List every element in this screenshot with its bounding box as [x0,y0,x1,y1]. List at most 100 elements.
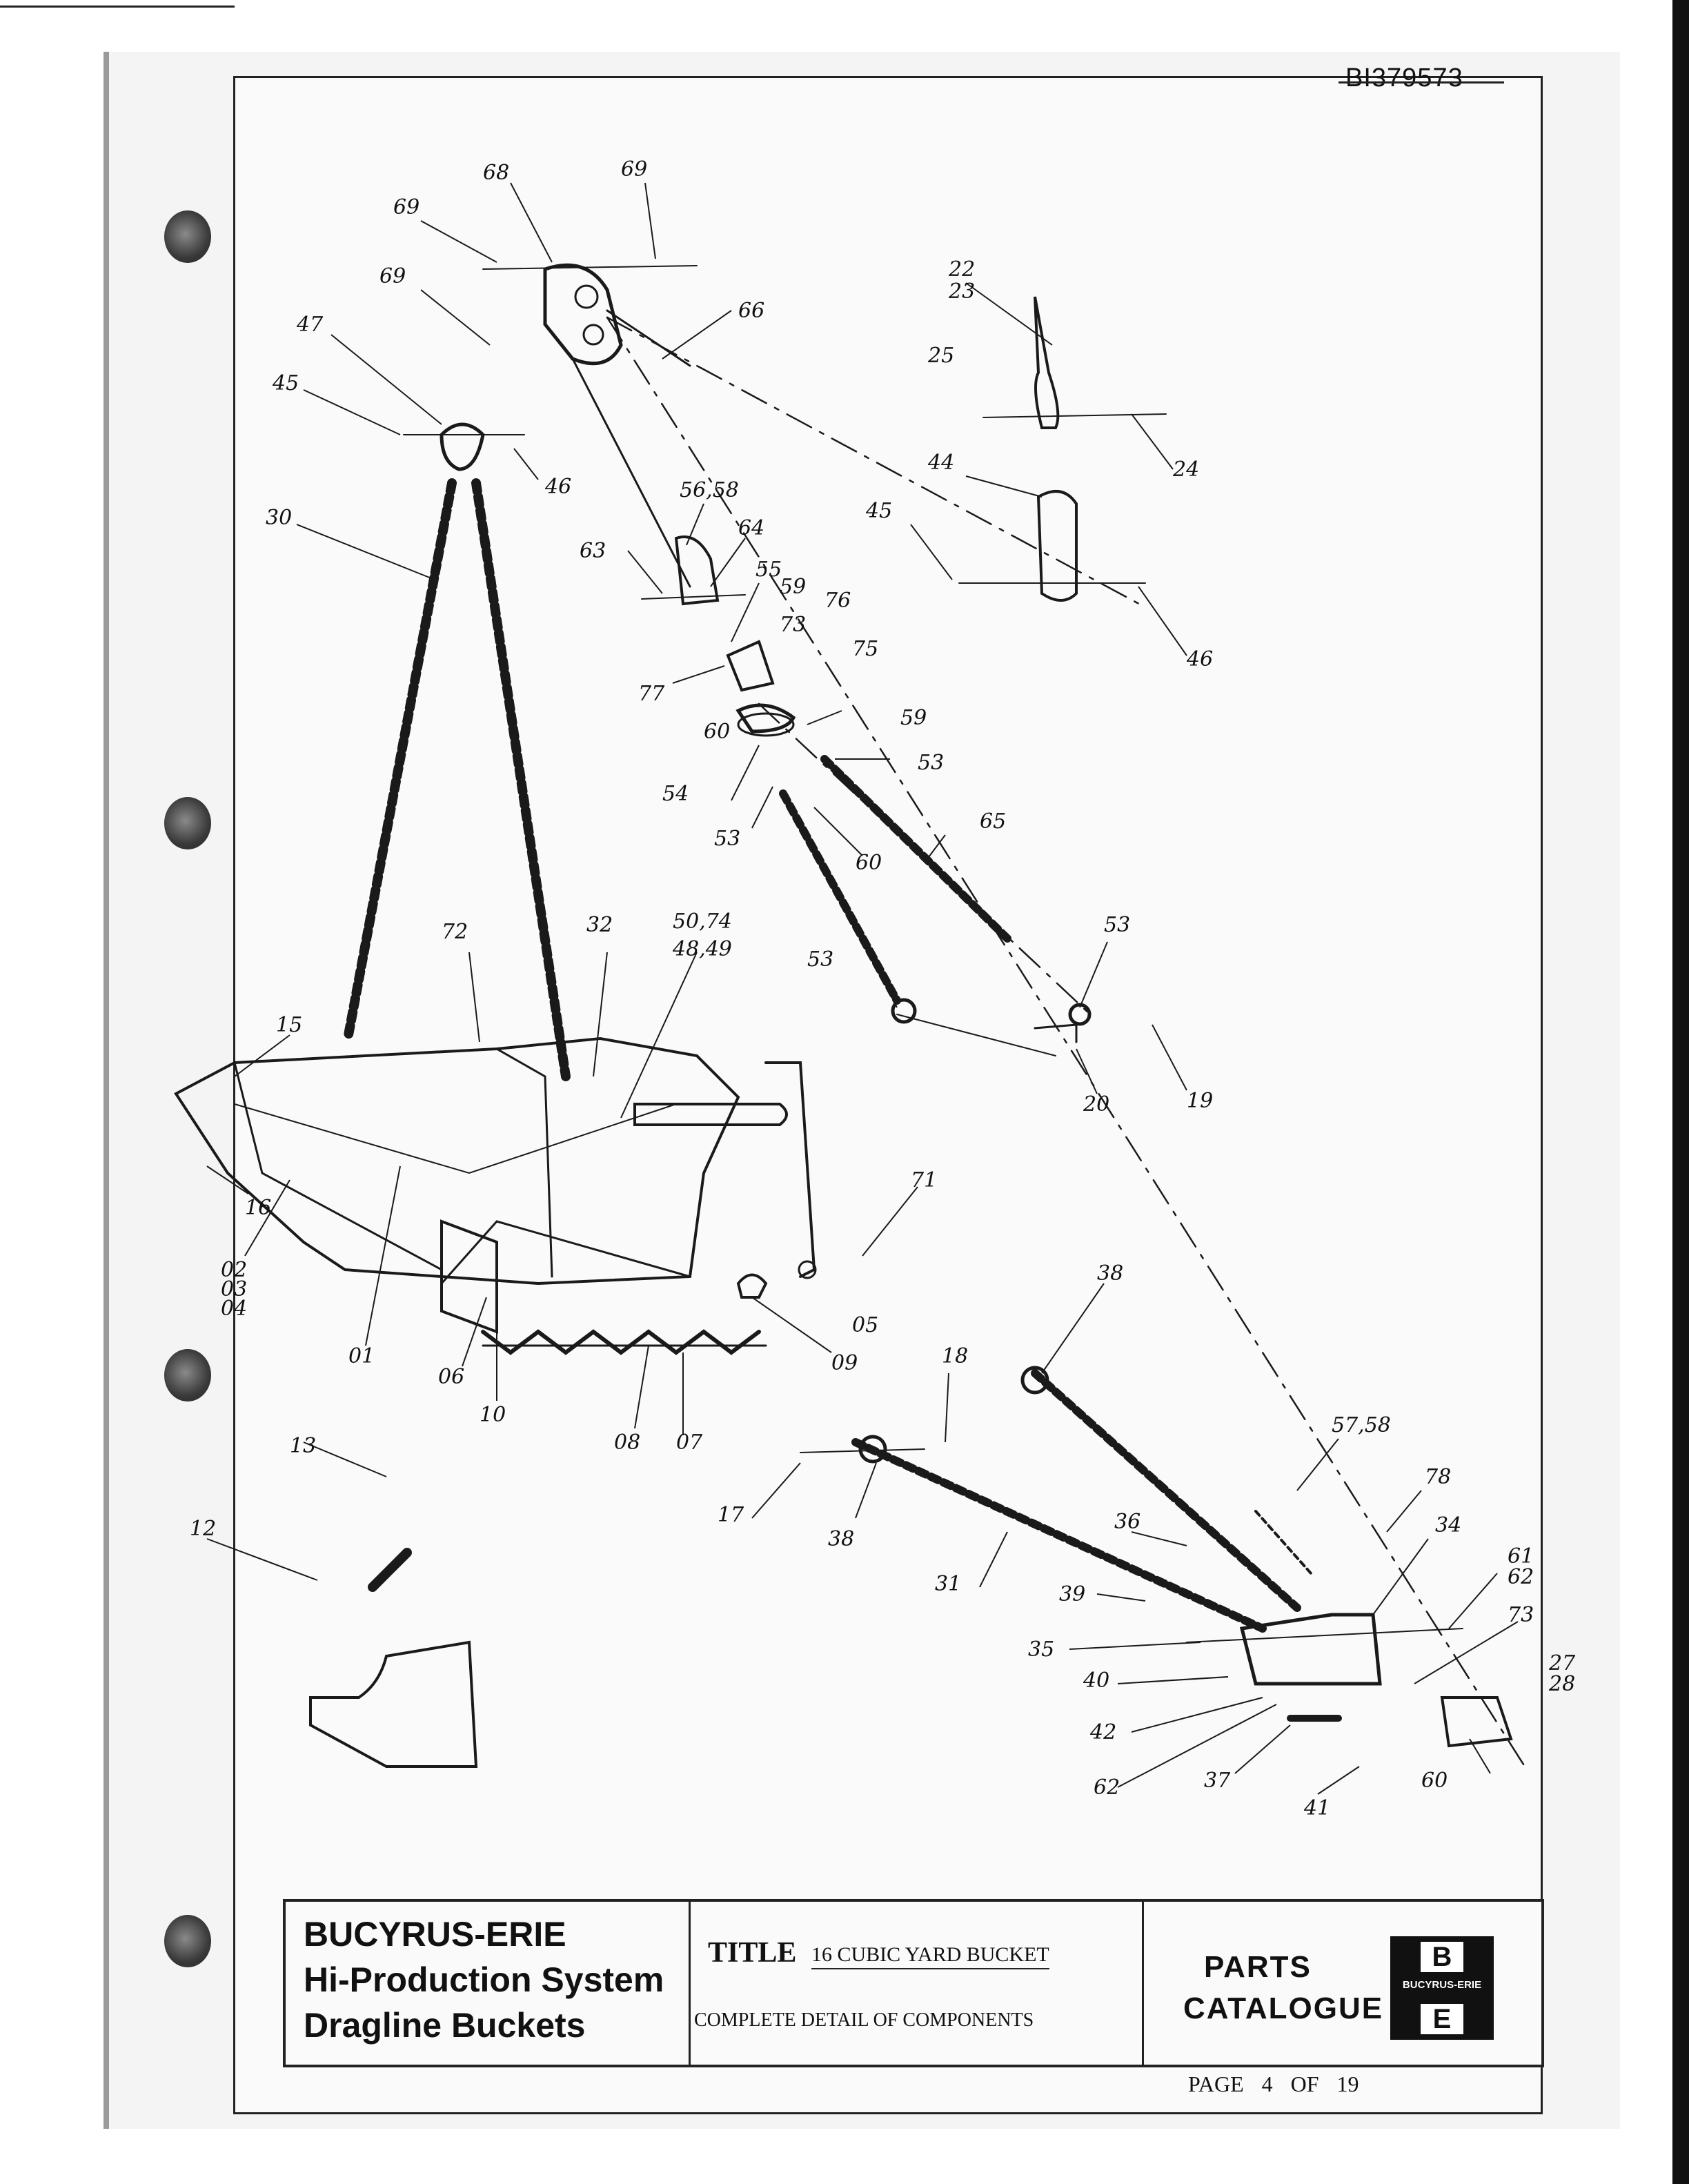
company-name: BUCYRUS-ERIE [304,1915,566,1954]
company-product: Dragline Buckets [304,2006,586,2045]
callout-35: 35 [1028,1637,1054,1662]
binder-hole-icon [164,1349,211,1401]
company-system: Hi-Production System [304,1960,664,1999]
callout-53: 53 [714,827,740,851]
callout-60: 60 [704,720,730,744]
callout-60: 60 [1421,1769,1448,1793]
page-label: PAGE [1188,2072,1244,2096]
company-cell: BUCYRUS-ERIE Hi-Production System Dragli… [286,1902,691,2065]
callout-46: 46 [544,475,571,499]
callout-76: 76 [824,589,851,613]
callout-42: 42 [1089,1720,1116,1744]
callout-77: 77 [638,682,665,706]
catalogue-line-1: PARTS [1204,1950,1312,1984]
callout-72: 72 [442,920,468,944]
callout-38: 38 [828,1527,854,1551]
page-total: 19 [1336,2072,1359,2096]
callout-13: 13 [290,1434,316,1458]
callout-18: 18 [942,1344,968,1368]
callout-03: 03 [221,1277,247,1301]
callout-53: 53 [1104,913,1130,937]
callout-15: 15 [276,1013,302,1037]
callout-44: 44 [927,451,954,475]
callout-34: 34 [1435,1513,1461,1537]
callout-19: 19 [1187,1089,1213,1113]
callout-68: 68 [483,161,509,185]
callout-73: 73 [1508,1603,1534,1627]
page-of-label: OF [1290,2072,1319,2096]
catalogue-cell: PARTS CATALOGUE B BUCYRUS-ERIE E [1142,1902,1541,2065]
callout-71: 71 [911,1168,937,1192]
callout-10: 10 [480,1403,506,1427]
callout-06: 06 [438,1365,464,1389]
callout-01: 01 [348,1344,375,1368]
callout-64: 64 [738,516,764,540]
callout-17: 17 [718,1503,744,1527]
callout-47: 47 [296,313,324,337]
callout-69: 69 [379,264,406,288]
binder-hole-icon [164,797,211,849]
callout-50-74: 50,74 [673,909,732,934]
callout-53: 53 [918,751,944,775]
callout-36: 36 [1114,1510,1140,1534]
catalogue-line-2: CATALOGUE [1183,1991,1384,2025]
callout-38: 38 [1097,1261,1123,1286]
callout-45: 45 [865,499,892,523]
callout-05: 05 [852,1313,878,1337]
callout-39: 39 [1059,1582,1085,1606]
logo-letter-b: B [1421,1942,1463,1972]
scan-edge [1672,0,1689,2184]
top-rule [0,6,235,8]
callout-59: 59 [900,706,927,730]
callout-08: 08 [614,1430,640,1455]
callout-37: 37 [1204,1769,1231,1793]
drawing-frame [233,76,1543,2114]
callout-60: 60 [856,851,882,875]
callout-16: 16 [245,1196,271,1220]
callout-12: 12 [190,1517,216,1541]
callout-32: 32 [586,913,613,937]
title-label: TITLE [708,1937,797,1969]
document-number: BI379573 [1345,63,1463,92]
callout-69: 69 [621,157,647,181]
callout-48-49: 48,49 [672,937,732,961]
title-cell: TITLE 16 CUBIC YARD BUCKET COMPLETE DETA… [689,1902,1144,2065]
callout-63: 63 [580,539,606,563]
callout-78: 78 [1425,1465,1451,1489]
callout-07: 07 [676,1430,703,1455]
binder-hole-icon [164,210,211,263]
callout-30: 30 [266,506,292,530]
callout-25: 25 [927,344,954,368]
title-value: 16 CUBIC YARD BUCKET [811,1943,1049,1969]
binder-hole-icon [164,1915,211,1967]
callout-09: 09 [831,1351,858,1375]
page-indicator: PAGE 4 OF 19 [1188,2072,1359,2097]
callout-75: 75 [852,637,878,661]
callout-04: 04 [221,1297,247,1321]
callout-54: 54 [662,782,689,806]
callout-46: 46 [1186,647,1213,671]
callout-56-58: 56,58 [680,478,739,502]
callout-02: 02 [221,1258,247,1282]
callout-59: 59 [780,575,806,599]
callout-62: 62 [1094,1775,1120,1800]
callout-31: 31 [935,1572,961,1596]
callout-40: 40 [1083,1669,1109,1693]
callout-55: 55 [755,558,782,582]
document-number-strike [1339,81,1504,83]
callout-53: 53 [807,947,833,972]
logo-letter-e: E [1421,2004,1463,2034]
callout-41: 41 [1303,1796,1330,1820]
callout-66: 66 [738,299,764,323]
page-number: 4 [1261,2072,1273,2096]
callout-73: 73 [780,613,806,637]
bucyrus-erie-logo-icon: B BUCYRUS-ERIE E [1390,1936,1494,2040]
callout-20: 20 [1083,1092,1109,1116]
title-block: BUCYRUS-ERIE Hi-Production System Dragli… [283,1899,1544,2067]
callout-69: 69 [393,195,419,219]
callout-24: 24 [1172,458,1199,482]
